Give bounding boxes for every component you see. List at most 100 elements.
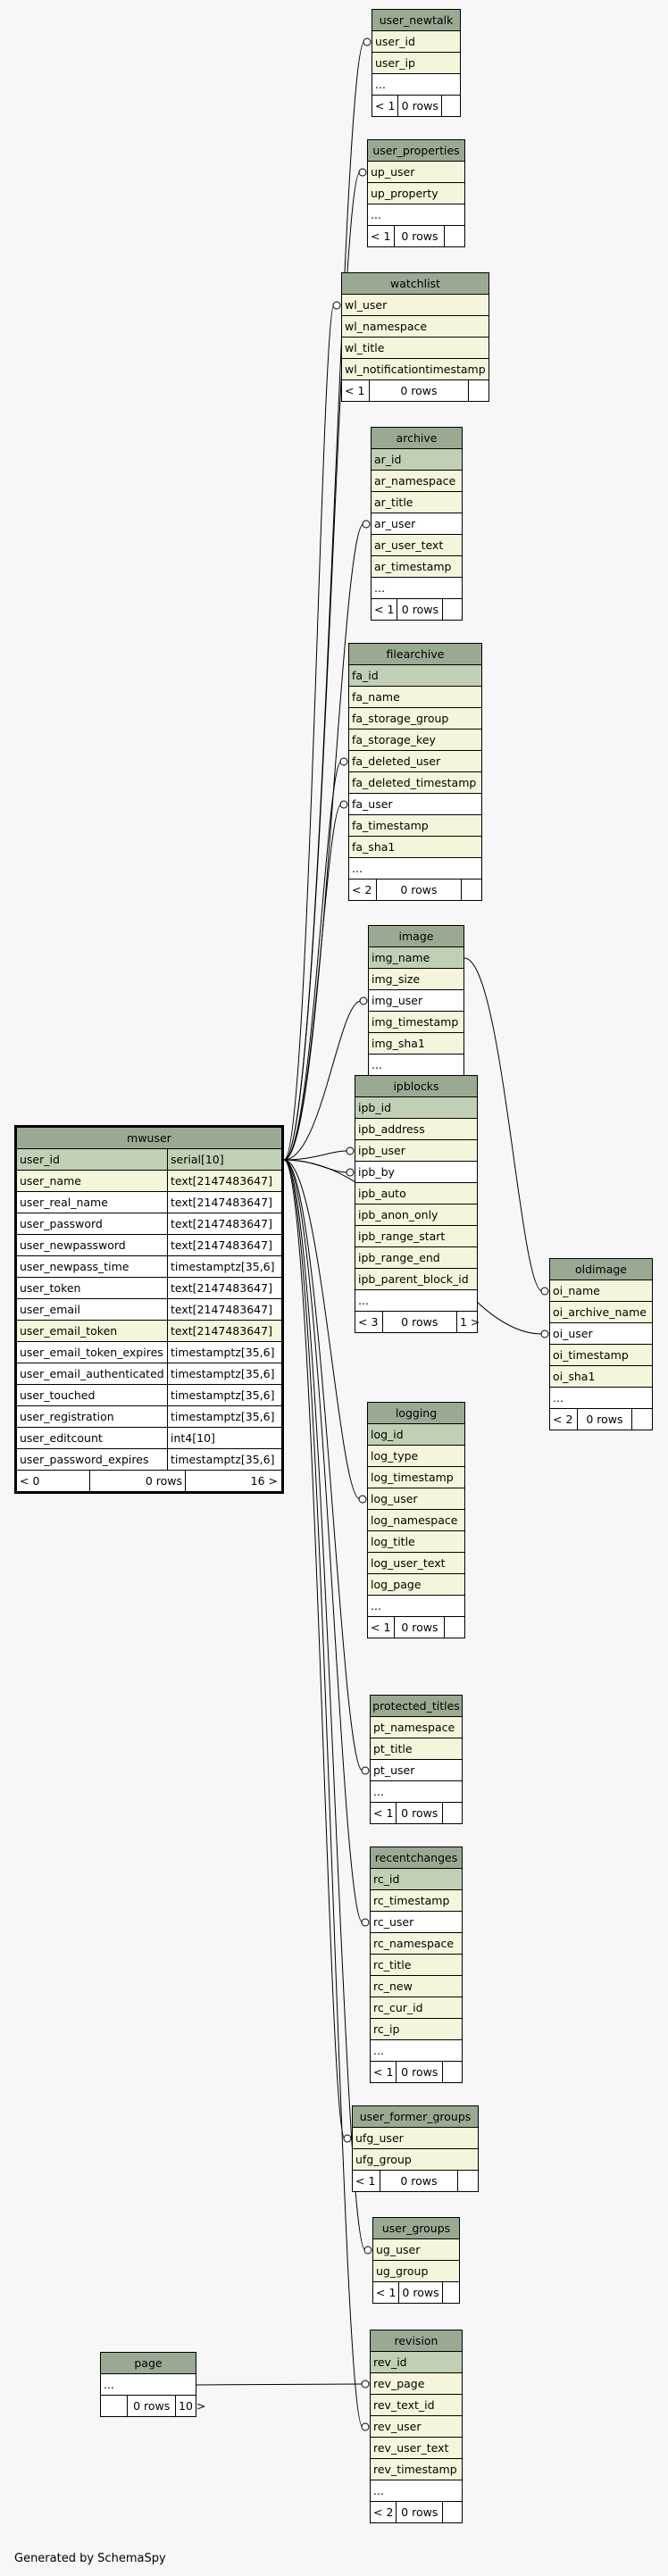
column-row[interactable]: rc_ip — [371, 2019, 462, 2040]
column-row[interactable]: rc_timestamp — [371, 1890, 462, 1912]
column-row[interactable]: oi_user — [550, 1323, 652, 1345]
column-row[interactable]: ufg_group — [353, 2149, 478, 2171]
column-row[interactable]: oi_sha1 — [550, 1366, 652, 1388]
children-count[interactable]: 1 > — [456, 1312, 480, 1332]
column-row[interactable]: ar_id — [372, 449, 462, 471]
parents-count[interactable]: < 1 — [371, 1621, 391, 1634]
column-row[interactable]: fa_timestamp — [349, 815, 481, 837]
children-count[interactable] — [441, 96, 460, 116]
column-row[interactable]: log_timestamp — [368, 1467, 464, 1488]
row-count[interactable]: 0 rows — [127, 2396, 175, 2416]
column-row[interactable]: ar_timestamp — [372, 556, 462, 578]
column-row[interactable]: pt_title — [371, 1738, 462, 1760]
row-count[interactable]: 0 rows — [394, 226, 444, 246]
column-row[interactable]: ipb_range_start — [355, 1226, 477, 1247]
children-count[interactable] — [468, 380, 488, 401]
column-row[interactable]: user_id — [372, 31, 460, 53]
row-count[interactable]: 0 rows — [381, 1312, 456, 1332]
column-row[interactable]: img_user — [369, 990, 463, 1012]
column-row[interactable]: ar_user_text — [372, 535, 462, 556]
column-row[interactable]: ipb_anon_only — [355, 1205, 477, 1226]
column-row[interactable]: img_timestamp — [369, 1012, 463, 1033]
children-count[interactable] — [442, 2062, 462, 2082]
children-count[interactable] — [444, 1617, 464, 1638]
children-count[interactable] — [631, 1409, 652, 1430]
parents-count[interactable] — [101, 2396, 127, 2416]
children-count[interactable] — [442, 599, 462, 620]
parents-count[interactable]: < 1 — [376, 2286, 397, 2299]
column-row[interactable]: ... — [368, 1596, 464, 1617]
parents-count[interactable]: < 1 — [345, 384, 365, 397]
column-row[interactable]: wl_title — [342, 338, 488, 359]
column-row[interactable]: ... — [369, 1055, 463, 1076]
column-row[interactable]: pt_namespace — [371, 1717, 462, 1738]
parents-count[interactable]: < 1 — [374, 603, 395, 616]
column-row[interactable]: ipb_by — [355, 1162, 477, 1183]
column-row[interactable]: rev_user_text — [371, 2438, 462, 2459]
column-row[interactable]: log_title — [368, 1531, 464, 1553]
row-count[interactable]: 0 rows — [396, 2062, 442, 2082]
column-row[interactable]: rev_user — [371, 2416, 462, 2438]
children-count[interactable] — [442, 2502, 462, 2522]
column-row[interactable]: ... — [368, 204, 464, 226]
column-row[interactable]: rev_text_id — [371, 2395, 462, 2416]
parents-count[interactable]: < 1 — [373, 2065, 394, 2079]
column-row[interactable]: ug_group — [373, 2261, 459, 2282]
row-count[interactable]: 0 rows — [375, 880, 462, 900]
column-row[interactable]: log_page — [368, 1574, 464, 1596]
parents-count[interactable]: < 2 — [553, 1413, 573, 1426]
column-row[interactable]: ... — [371, 2480, 462, 2502]
column-row[interactable]: up_user — [368, 162, 464, 183]
column-row[interactable]: ... — [101, 2374, 196, 2396]
parents-count[interactable]: < 1 — [355, 2174, 376, 2188]
column-row[interactable]: ... — [349, 858, 481, 880]
column-row[interactable]: ... — [371, 2040, 462, 2062]
children-count[interactable] — [457, 2171, 478, 2191]
column-row[interactable]: rc_user — [371, 1912, 462, 1933]
column-row[interactable]: img_name — [369, 947, 463, 969]
column-row[interactable]: user_ip — [372, 53, 460, 74]
parents-count[interactable]: < 0 — [20, 1474, 40, 1488]
column-row[interactable]: ar_title — [372, 492, 462, 513]
row-count[interactable]: 0 rows — [379, 2171, 458, 2191]
column-row[interactable]: ipb_auto — [355, 1183, 477, 1205]
parents-count[interactable]: < 1 — [371, 229, 391, 243]
children-count[interactable]: 10 > — [175, 2396, 205, 2416]
column-row[interactable]: log_namespace — [368, 1510, 464, 1531]
column-row[interactable]: fa_user — [349, 794, 481, 815]
column-row[interactable]: img_sha1 — [369, 1033, 463, 1055]
column-row[interactable]: log_type — [368, 1446, 464, 1467]
row-count[interactable]: 0 rows — [396, 2502, 442, 2522]
column-row[interactable]: fa_sha1 — [349, 837, 481, 858]
column-row[interactable]: ipb_address — [355, 1119, 477, 1140]
column-row[interactable]: ug_user — [373, 2239, 459, 2261]
parents-count[interactable]: < 2 — [373, 2505, 394, 2519]
column-row[interactable]: fa_storage_group — [349, 708, 481, 729]
row-count[interactable]: 0 rows — [576, 1409, 632, 1430]
column-row[interactable]: oi_archive_name — [550, 1302, 652, 1323]
column-row[interactable]: ... — [371, 1781, 462, 1803]
column-row[interactable]: oi_timestamp — [550, 1345, 652, 1366]
column-row[interactable]: ufg_user — [353, 2128, 478, 2149]
parents-count[interactable]: < 1 — [375, 99, 396, 113]
column-row[interactable]: img_size — [369, 969, 463, 990]
column-row[interactable]: rc_cur_id — [371, 1997, 462, 2019]
